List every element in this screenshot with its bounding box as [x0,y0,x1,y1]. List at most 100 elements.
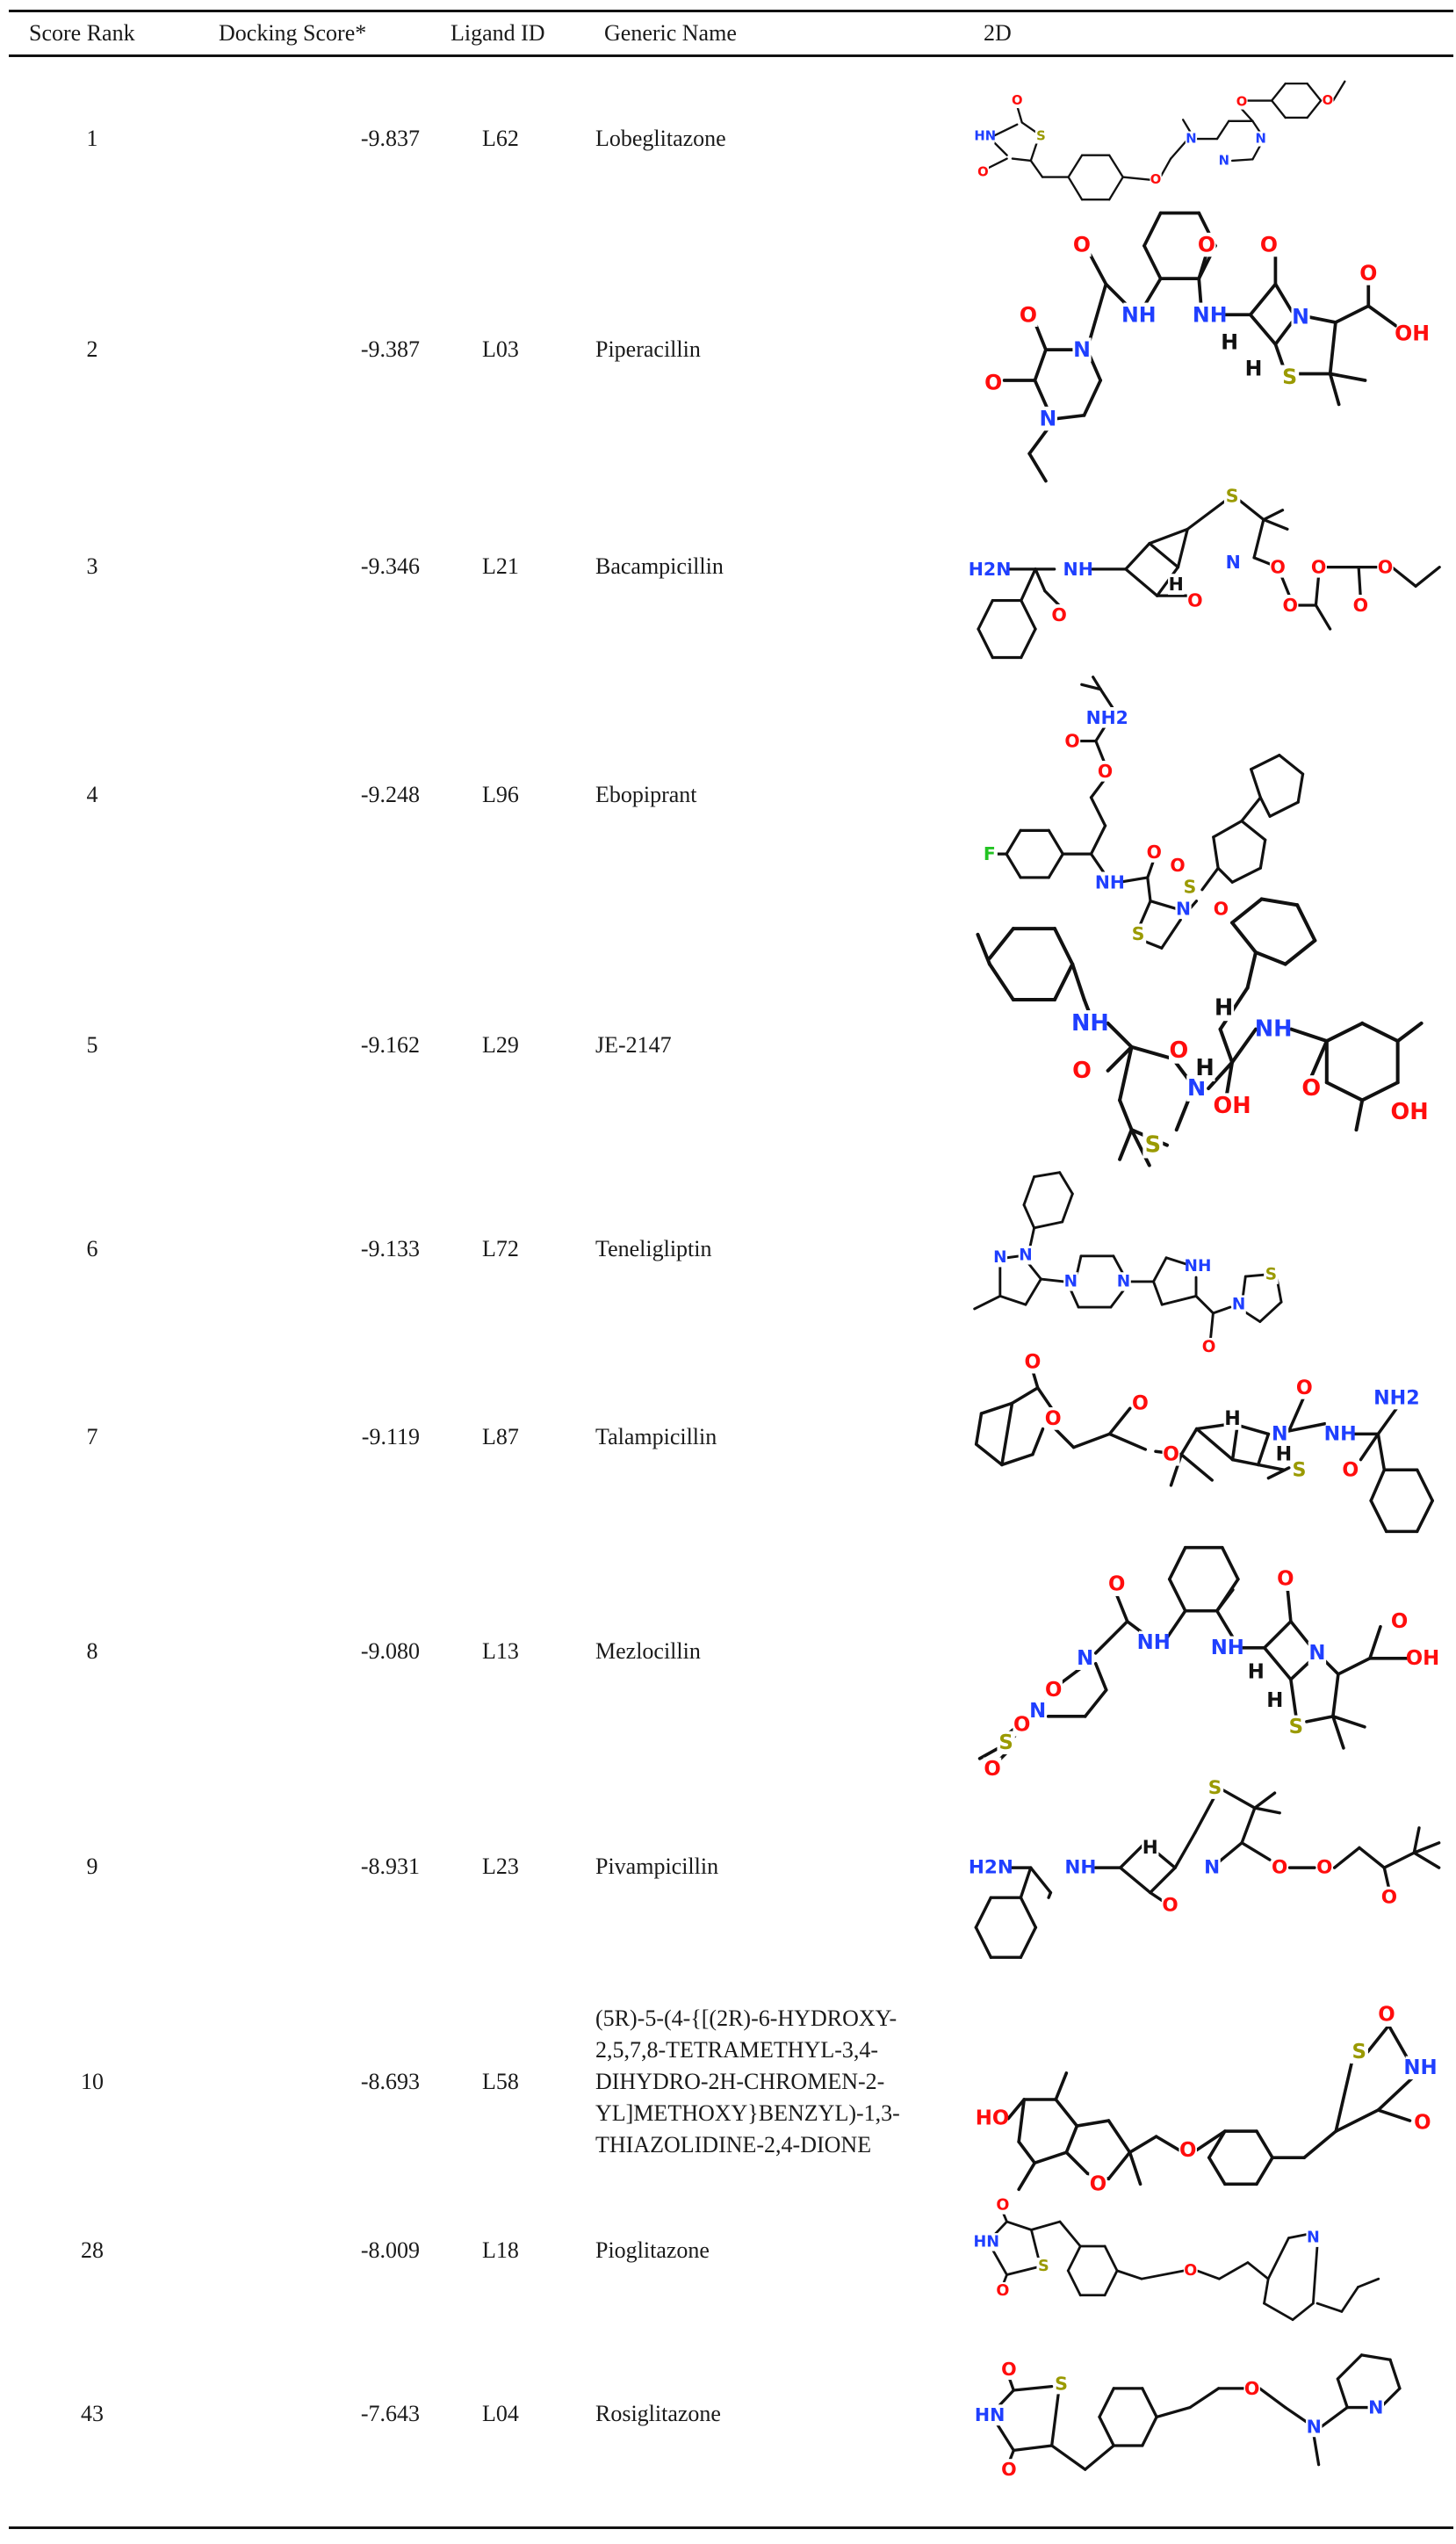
ligand-id-cell: L23 [482,1854,519,1879]
generic-name-cell: Pivampicillin [595,1854,719,1879]
svg-text:N: N [1204,1857,1220,1879]
svg-text:O: O [984,370,1002,394]
ligand-id-cell: L29 [482,1032,519,1058]
svg-text:O: O [1090,2172,1106,2195]
svg-text:O: O [1378,2004,1395,2027]
ligand-id-cell: L58 [482,2069,519,2094]
svg-text:O: O [1162,1895,1178,1917]
generic-name-cell: Pioglitazone [595,2237,710,2263]
svg-text:O: O [1260,233,1278,257]
svg-text:S: S [1132,923,1145,944]
header-bottom-rule [9,54,1453,57]
docking-score-cell: -8.009 [360,2237,420,2263]
rank-cell: 7 [86,1424,98,1449]
svg-text:H: H [1224,1407,1241,1430]
rank-cell: 5 [86,1032,98,1058]
svg-text:H: H [1221,329,1238,354]
svg-text:O: O [1051,604,1066,625]
svg-text:OH: OH [1213,1093,1251,1119]
svg-text:N: N [1292,305,1309,329]
svg-text:O: O [1301,1075,1321,1102]
svg-text:O: O [1272,1857,1287,1879]
svg-text:N: N [1039,407,1056,431]
header-2d-structure: 2D [984,20,1012,46]
svg-text:H: H [1142,1837,1158,1859]
docking-score-cell: -9.133 [360,1236,420,1261]
svg-text:NH: NH [1255,1016,1293,1043]
svg-text:O: O [1277,1568,1294,1591]
header-score-rank: Score Rank [29,20,135,46]
docking-score-cell: -9.080 [360,1638,420,1664]
svg-text:NH: NH [1071,1010,1109,1037]
svg-text:S: S [1208,1777,1222,1799]
ligand-id-cell: L62 [482,126,519,151]
ligand-id-cell: L72 [482,1236,519,1261]
svg-text:O: O [1013,1713,1030,1736]
svg-text:NH: NH [1193,302,1228,327]
svg-text:OH: OH [1391,1099,1429,1125]
svg-text:S: S [1265,1266,1277,1284]
table-bottom-rule [9,2526,1453,2529]
svg-text:O: O [1316,1857,1332,1879]
svg-text:O: O [1170,1037,1189,1064]
ligand-id-cell: L87 [482,1424,519,1449]
docking-score-cell: -9.387 [360,336,420,362]
svg-text:N: N [1307,2230,1320,2247]
svg-text:O: O [1353,595,1368,616]
svg-text:OH: OH [1406,1647,1439,1670]
svg-text:NH2: NH2 [1086,707,1128,728]
svg-text:O: O [1170,855,1185,876]
svg-text:O: O [1179,2139,1196,2162]
svg-text:HN: HN [974,128,996,143]
svg-text:O: O [1359,261,1377,285]
svg-text:O: O [1072,1058,1092,1084]
svg-text:O: O [1244,2378,1260,2399]
svg-text:NH: NH [1121,302,1157,327]
svg-text:N: N [1186,132,1196,147]
svg-text:O: O [1001,2459,1017,2480]
svg-text:HN: HN [973,2233,999,2251]
svg-text:S: S [1036,128,1046,143]
svg-text:S: S [1184,877,1197,898]
svg-text:HN: HN [975,2404,1006,2425]
svg-text:S: S [1226,485,1239,506]
svg-text:N: N [1176,898,1191,919]
svg-text:N: N [1219,153,1229,168]
svg-text:O: O [1150,172,1162,187]
svg-text:O: O [1296,1377,1313,1399]
svg-text:N: N [1368,2397,1383,2418]
svg-text:N: N [1272,1422,1288,1445]
svg-text:NH: NH [1403,2056,1437,2079]
svg-text:N: N [1226,552,1241,573]
header-docking-score: Docking Score* [219,20,367,46]
svg-text:S: S [1282,365,1297,389]
svg-text:S: S [998,1731,1013,1754]
svg-text:N: N [1077,1647,1093,1670]
rank-cell: 6 [86,1236,98,1261]
generic-name-cell: Ebopiprant [595,782,697,807]
svg-text:N: N [1256,132,1266,147]
ligand-id-cell: L21 [482,553,519,579]
svg-text:H: H [1215,994,1233,1021]
svg-text:NH: NH [1137,1631,1171,1654]
svg-text:O: O [1108,1573,1125,1596]
svg-text:O: O [1198,233,1215,257]
ligand-id-cell: L96 [482,782,519,807]
svg-text:S: S [1351,2041,1366,2063]
generic-name-cell: Teneligliptin [595,1236,712,1261]
svg-text:H: H [1266,1689,1283,1712]
svg-text:O: O [1282,595,1297,616]
